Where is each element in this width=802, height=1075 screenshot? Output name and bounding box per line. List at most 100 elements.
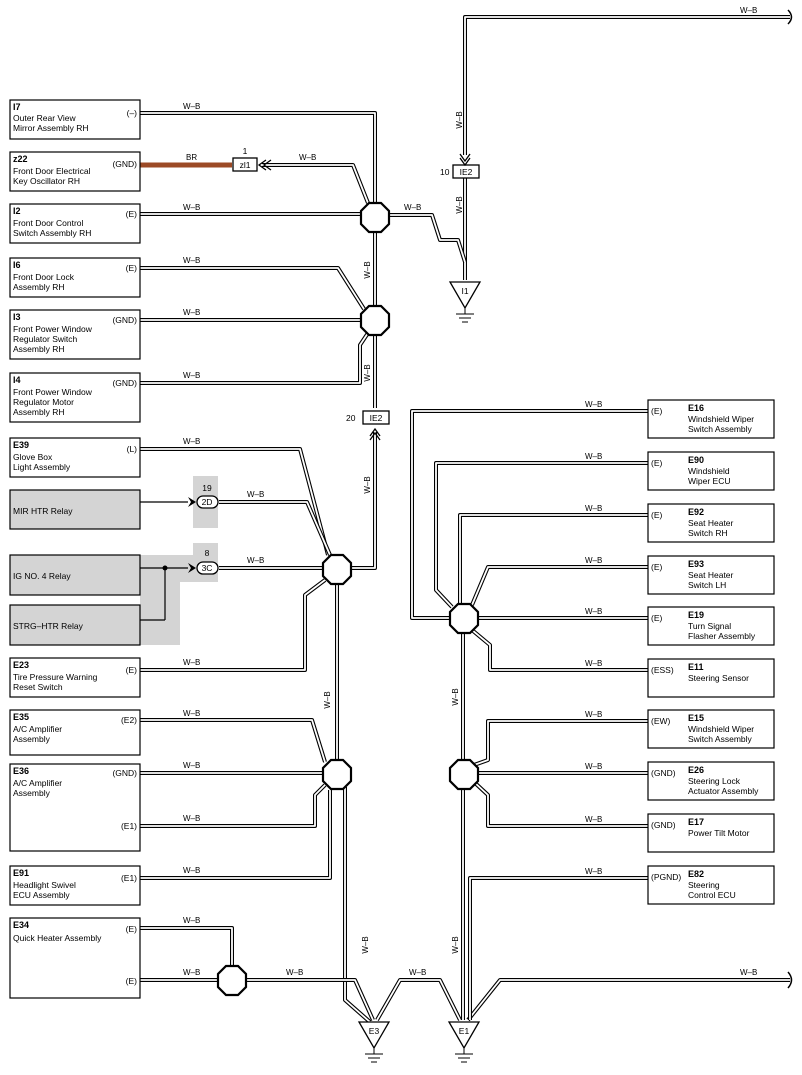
svg-text:(ESS): (ESS) [651,665,674,675]
svg-text:Flasher Assembly: Flasher Assembly [688,631,756,641]
svg-text:(GND): (GND) [112,315,137,325]
wire-label: W–B [585,607,602,616]
svg-text:E19: E19 [688,610,704,620]
wire-label: W–B [183,102,200,111]
ground-e1: E1 [447,1021,481,1063]
junction-f [448,602,480,635]
component-i7: I7 Outer Rear View Mirror Assembly RH (–… [9,99,141,140]
wire-label: W–B [183,308,200,317]
wire-label: W–B [183,761,200,770]
component-e93: (E) E93 Seat Heater Switch LH [647,555,775,595]
svg-text:I3: I3 [13,312,21,322]
svg-text:Wiper ECU: Wiper ECU [688,476,731,486]
svg-text:Actuator Assembly: Actuator Assembly [688,786,759,796]
svg-text:Seat Heater: Seat Heater [688,570,734,580]
svg-text:E26: E26 [688,765,704,775]
wire-label: W–B [451,688,460,705]
component-i3: I3 Front Power Window Regulator Switch A… [9,309,141,360]
component-e26: (GND) E26 Steering Lock Actuator Assembl… [647,761,775,801]
junction-g [448,758,480,791]
connector-ie2-mid [362,410,390,425]
wire-label: W–B [585,400,602,409]
wire-label: W–B [455,196,464,213]
wire-label: W–B [363,476,372,493]
svg-text:Assembly RH: Assembly RH [13,282,64,292]
component-e17: (GND) E17 Power Tilt Motor [647,813,775,853]
svg-text:Windshield: Windshield [688,466,730,476]
svg-text:I4: I4 [13,375,21,385]
svg-text:Windshield Wiper: Windshield Wiper [688,724,754,734]
component-e35: E35 A/C Amplifier Assembly (E2) [9,709,141,756]
svg-text:E15: E15 [688,713,704,723]
junction-e [216,964,248,997]
svg-text:E23: E23 [13,660,29,670]
svg-text:(E1): (E1) [121,873,137,883]
connector-zl1-pin: 1 [243,146,248,156]
wire-label: W–B [183,866,200,875]
wire-label: W–B [183,709,200,718]
relay-ig-no4: IG NO. 4 Relay [9,554,141,596]
wire-label: W–B [409,968,426,977]
wire-label: W–B [286,968,303,977]
wire-label: W–B [183,658,200,667]
svg-text:A/C Amplifier: A/C Amplifier [13,724,62,734]
svg-text:I2: I2 [13,206,21,216]
component-i2: I2 Front Door Control Switch Assembly RH… [9,203,141,244]
wire-label: W–B [183,437,200,446]
svg-text:Seat Heater: Seat Heater [688,518,734,528]
wire-label: W–B [740,968,757,977]
svg-text:Glove Box: Glove Box [13,452,53,462]
svg-text:Headlight Swivel: Headlight Swivel [13,880,76,890]
svg-text:E36: E36 [13,766,29,776]
svg-text:(E): (E) [651,562,663,572]
svg-text:Tire Pressure Warning: Tire Pressure Warning [13,672,98,682]
svg-text:Front Power Window: Front Power Window [13,324,93,334]
svg-text:Assembly RH: Assembly RH [13,407,64,417]
svg-text:Key Oscillator RH: Key Oscillator RH [13,176,80,186]
wire-label: BR [186,153,197,162]
wire-label: W–B [363,261,372,278]
connector-zl1-label: zl1 [240,160,251,170]
svg-text:Regulator Switch: Regulator Switch [13,334,78,344]
ground-i1: I1 [448,281,482,323]
wire-label: W–B [363,364,372,381]
wire-label: W–B [183,916,200,925]
relay-strg-htr: STRG–HTR Relay [9,604,141,646]
wire-label: W–B [404,203,421,212]
svg-text:Assembly RH: Assembly RH [13,344,64,354]
svg-text:E11: E11 [688,662,704,672]
wire-label: W–B [247,490,264,499]
svg-text:(L): (L) [127,444,138,454]
connector-3c-pin: 8 [205,548,210,558]
svg-text:Switch Assembly RH: Switch Assembly RH [13,228,91,238]
svg-text:Front Door Lock: Front Door Lock [13,272,75,282]
svg-text:Light Assembly: Light Assembly [13,462,71,472]
wire-label: W–B [183,203,200,212]
svg-text:z22: z22 [13,154,28,164]
svg-text:IG NO. 4 Relay: IG NO. 4 Relay [13,571,71,581]
svg-text:E3: E3 [369,1026,380,1036]
connector-2d [196,495,219,509]
component-e82: (PGND) E82 Steering Control ECU [647,865,775,905]
wire-label: W–B [299,153,316,162]
svg-text:(PGND): (PGND) [651,872,681,882]
svg-text:(GND): (GND) [112,159,137,169]
svg-text:E90: E90 [688,455,704,465]
wire-label: W–B [455,111,464,128]
component-e91: E91 Headlight Swivel ECU Assembly (E1) [9,865,141,906]
svg-text:(E): (E) [651,510,663,520]
wire-label: W–B [451,936,460,953]
wire-label: W–B [585,452,602,461]
svg-text:Switch Assembly: Switch Assembly [688,734,753,744]
svg-text:E1: E1 [459,1026,470,1036]
svg-text:STRG–HTR Relay: STRG–HTR Relay [13,621,84,631]
svg-text:Front Door Control: Front Door Control [13,218,83,228]
svg-text:E34: E34 [13,920,29,930]
svg-text:Reset Switch: Reset Switch [13,682,63,692]
arrow-icon [188,563,196,573]
svg-text:I1: I1 [461,286,468,296]
svg-text:(E): (E) [126,209,138,219]
wire-label: W–B [183,256,200,265]
wire-label: W–B [183,371,200,380]
junction-c [321,553,353,586]
